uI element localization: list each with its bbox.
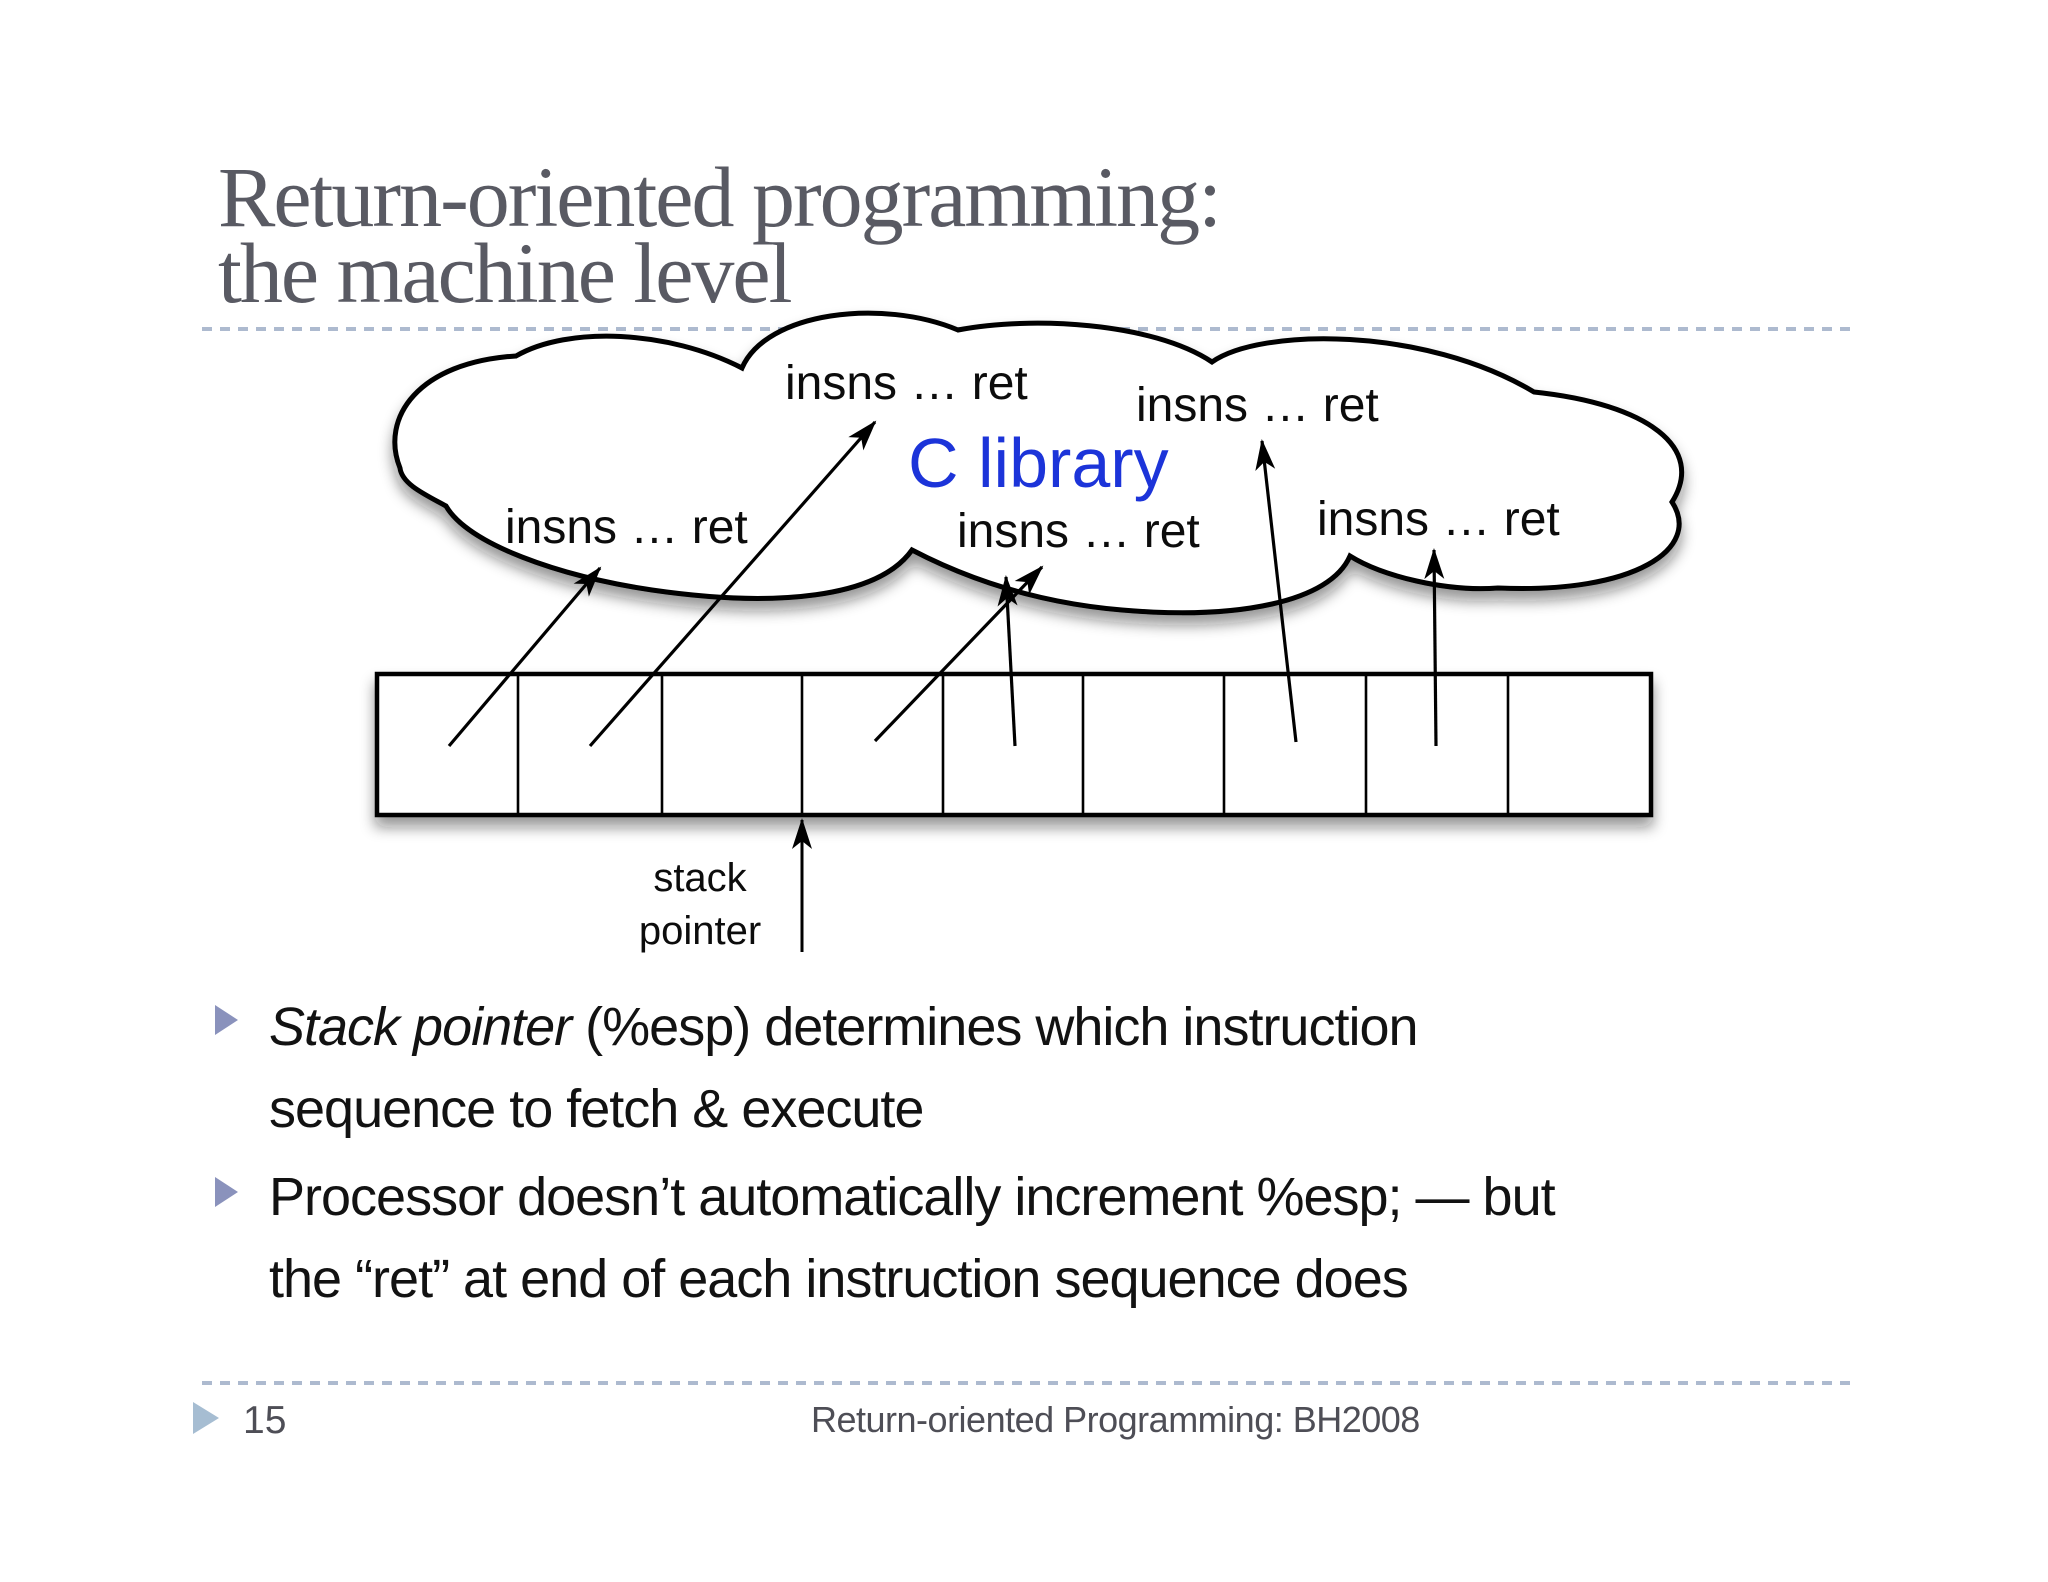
gadget-label-left: insns … ret [505, 501, 748, 554]
c-library-cloud [392, 310, 1685, 616]
gadget-label-top-right: insns … ret [1136, 379, 1379, 432]
bullet-1-line-1: Stack pointer (%esp) determines which in… [269, 986, 1419, 1068]
gadget-label-right: insns … ret [1317, 493, 1560, 546]
bullet-1-italic-lead: Stack pointer [269, 997, 572, 1057]
bullet-1-line-2: sequence to fetch & execute [269, 1079, 924, 1139]
arrow-cell5-to-center-label [997, 575, 1018, 747]
arrow-cell7-to-top-right-label [1255, 439, 1298, 743]
arrow-cell1-to-left-label [447, 566, 602, 748]
page-title-line-2: the machine level [218, 225, 792, 321]
gadget-label-center: insns … ret [957, 505, 1200, 558]
stack-pointer-caption: stack pointer [560, 852, 840, 958]
stack-pointer-caption-line1: stack [653, 856, 747, 900]
arrow-cell8-to-right-label [1424, 548, 1445, 747]
bullet-triangle-icon [215, 1177, 238, 1207]
page-number: 15 [243, 1399, 287, 1442]
bullet-2-line-2: the “ret” at end of each instruction seq… [269, 1249, 1409, 1309]
page-title-line-1: Return-oriented programming: [218, 149, 1222, 245]
bullet-1-line-1-rest: (%esp) determines which instruction [571, 997, 1418, 1057]
stack-pointer-caption-line2: pointer [638, 909, 762, 953]
gadget-label-top-center: insns … ret [785, 357, 1028, 410]
arrow-cell2-to-top-center-label [588, 420, 877, 748]
bullet-2-line-1: Processor doesn’t automatically incremen… [269, 1167, 1556, 1227]
footer-dashed-divider [202, 1381, 1853, 1385]
c-library-label: C library [908, 424, 1169, 502]
footer-triangle-icon [193, 1402, 219, 1434]
stack-cell-dividers [516, 676, 1510, 813]
bullet-item-1: Stack pointer (%esp) determines which in… [269, 986, 1419, 1150]
bullet-item-2: Processor doesn’t automatically incremen… [269, 1156, 1556, 1320]
footer-title: Return-oriented Programming: BH2008 [811, 1399, 1420, 1440]
gadget-arrows [447, 420, 1445, 748]
bullet-triangle-icon [215, 1005, 238, 1035]
